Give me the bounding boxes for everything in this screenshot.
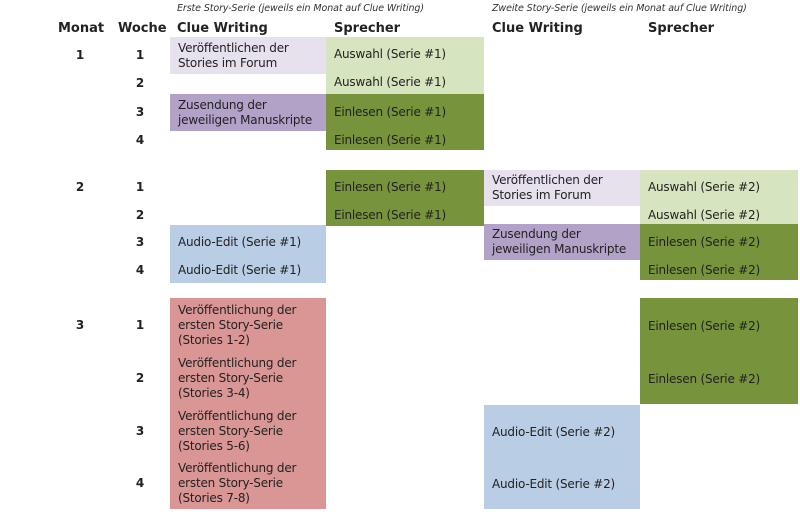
s2-speaker-month2-week1: Auswahl (Serie #2) [648, 179, 760, 194]
week-number: 1 [135, 48, 145, 62]
header-sprecher-2: Sprecher [648, 21, 715, 36]
week-number: 4 [135, 133, 145, 147]
header-monat: Monat [58, 21, 105, 36]
s2-clue-month2-week3: Zusendung der jeweiligen Manuskripte [484, 224, 640, 260]
s1-speaker-month2-week1: Einlesen (Serie #1) [334, 179, 447, 194]
week-number: 4 [135, 476, 145, 490]
week-number: 3 [135, 105, 145, 119]
publication-month3-week2: Veröffentlichung der ersten Story-Serie … [178, 355, 297, 400]
week-number: 3 [135, 235, 145, 249]
s1-einlesen-block-2 [326, 170, 484, 226]
week-number: 1 [135, 318, 145, 332]
s2-audio-block [484, 405, 640, 509]
week-number: 2 [135, 76, 145, 90]
s2-speaker-month2-week3: Einlesen (Serie #2) [648, 234, 761, 249]
publication-block [170, 298, 326, 509]
month-number: 1 [75, 48, 85, 62]
header-woche: Woche [118, 21, 167, 36]
s1-audio-block [170, 225, 326, 283]
s2-auswahl-block [640, 170, 798, 224]
s1-einlesen-block-1 [326, 94, 484, 150]
s1-clue-month1-week3: Zusendung der jeweiligen Manuskripte [170, 94, 326, 131]
s2-audio-month3-week3: Audio-Edit (Serie #2) [492, 424, 616, 439]
publication-month3-week3: Veröffentlichung der ersten Story-Serie … [178, 408, 297, 453]
series2-note: Zweite Story-Serie (jeweils ein Monat au… [492, 3, 747, 14]
s2-speaker-month3-week1: Einlesen (Serie #2) [648, 318, 761, 333]
week-number: 2 [135, 208, 145, 222]
s2-speaker-month2-week2: Auswahl (Serie #2) [648, 207, 760, 222]
series1-note: Erste Story-Serie (jeweils ein Monat auf… [177, 3, 424, 14]
s2-clue-month2-week1: Veröffentlichen der Stories im Forum [484, 170, 640, 206]
s1-speaker-month2-week2: Einlesen (Serie #1) [334, 207, 447, 222]
s1-clue-month1-week1: Veröffentlichen der Stories im Forum [170, 37, 326, 74]
week-number: 1 [135, 180, 145, 194]
s1-speaker-month1-week1: Auswahl (Serie #1) [334, 46, 446, 61]
s1-speaker-month1-week4: Einlesen (Serie #1) [334, 132, 447, 147]
s2-speaker-month2-week4: Einlesen (Serie #2) [648, 262, 761, 277]
s1-auswahl-block [326, 37, 484, 94]
month-number: 3 [75, 318, 85, 332]
s1-speaker-month1-week3: Einlesen (Serie #1) [334, 104, 447, 119]
s1-audio-month2-week3: Audio-Edit (Serie #1) [178, 234, 302, 249]
header-clue-writing-1: Clue Writing [177, 21, 268, 36]
s1-audio-month2-week4: Audio-Edit (Serie #1) [178, 262, 302, 277]
publication-month3-week4: Veröffentlichung der ersten Story-Serie … [178, 460, 297, 505]
week-number: 3 [135, 424, 145, 438]
s2-speaker-month3-week2: Einlesen (Serie #2) [648, 371, 761, 386]
header-clue-writing-2: Clue Writing [492, 21, 583, 36]
publication-month3-week1: Veröffentlichung der ersten Story-Serie … [178, 302, 297, 347]
header-sprecher-1: Sprecher [334, 21, 401, 36]
month-number: 2 [75, 180, 85, 194]
week-number: 2 [135, 371, 145, 385]
week-number: 4 [135, 263, 145, 277]
s2-audio-month3-week4: Audio-Edit (Serie #2) [492, 476, 616, 491]
s2-einlesen-block-2 [640, 298, 798, 404]
s1-speaker-month1-week2: Auswahl (Serie #1) [334, 74, 446, 89]
s2-einlesen-block-1 [640, 224, 798, 280]
